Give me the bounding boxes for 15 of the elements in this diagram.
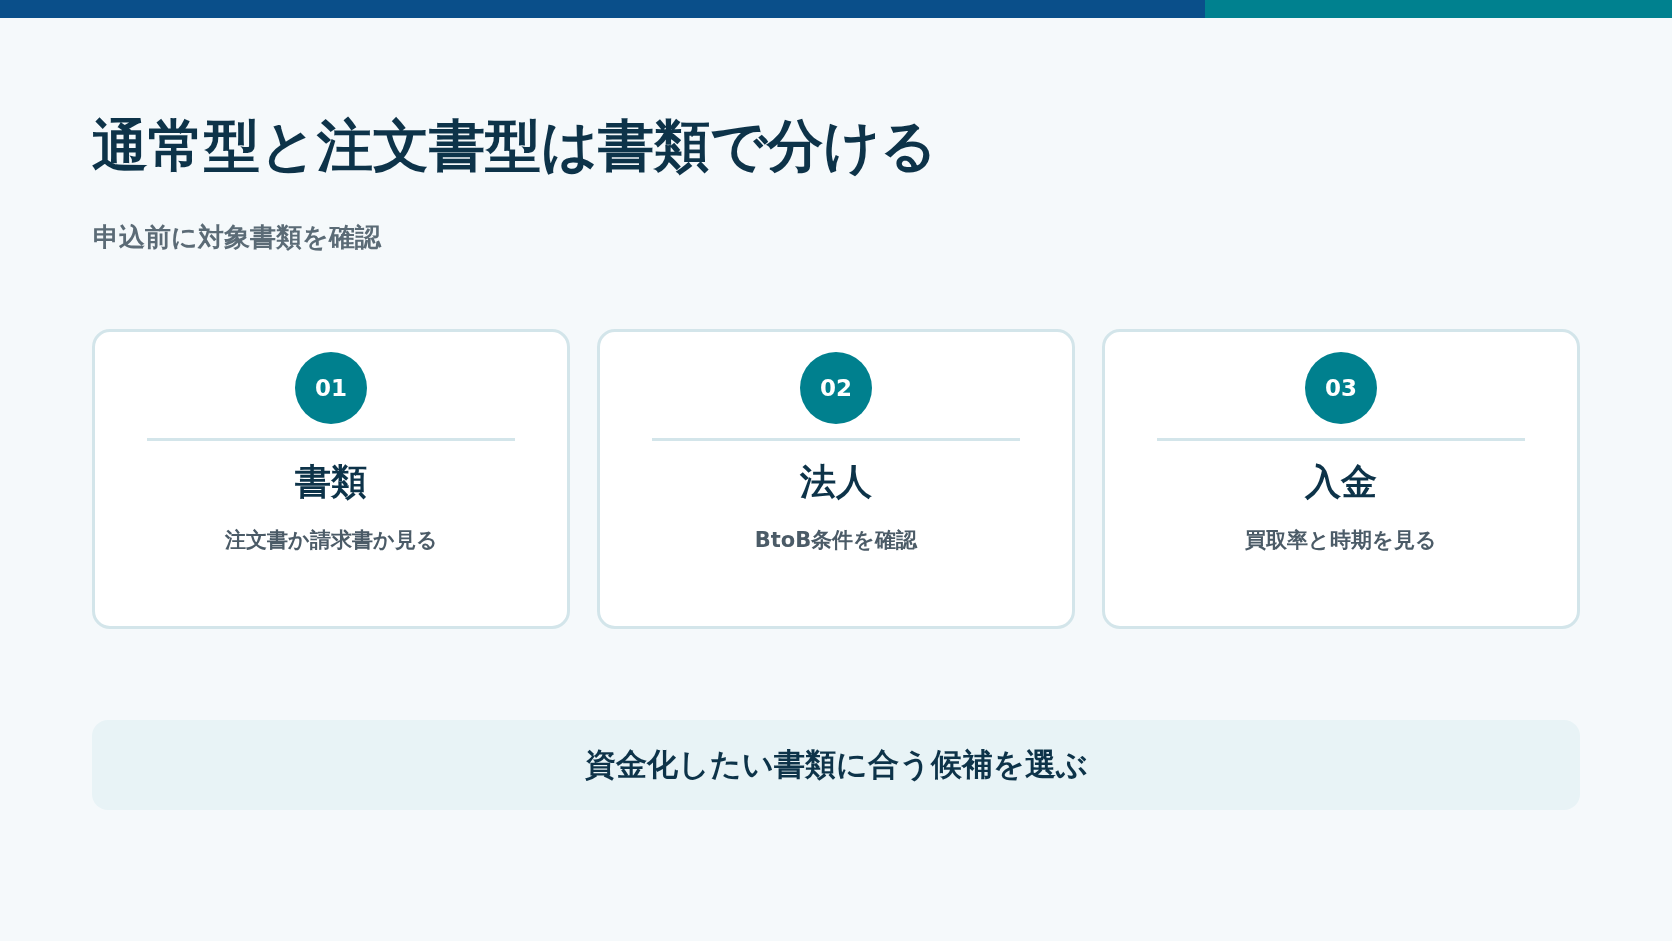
step-description: 注文書か請求書か見る [224, 528, 438, 554]
slide-title: 通常型と注文書型は書類で分ける [92, 112, 937, 180]
step-heading: 書類 [295, 460, 367, 504]
step-card [92, 329, 570, 629]
step-card [597, 329, 1075, 629]
summary-banner: 資金化したい書類に合う候補を選ぶ [92, 720, 1580, 810]
step-number-badge: 03 [1305, 352, 1377, 424]
step-description: 買取率と時期を見る [1245, 528, 1437, 554]
step-card [1102, 329, 1580, 629]
step-description: BtoB条件を確認 [754, 528, 918, 554]
step-heading: 入金 [1305, 460, 1377, 504]
slide-subtitle: 申込前に対象書類を確認 [93, 222, 381, 254]
step-heading: 法人 [800, 460, 872, 504]
step-number-badge: 01 [295, 352, 367, 424]
step-number-badge: 02 [800, 352, 872, 424]
